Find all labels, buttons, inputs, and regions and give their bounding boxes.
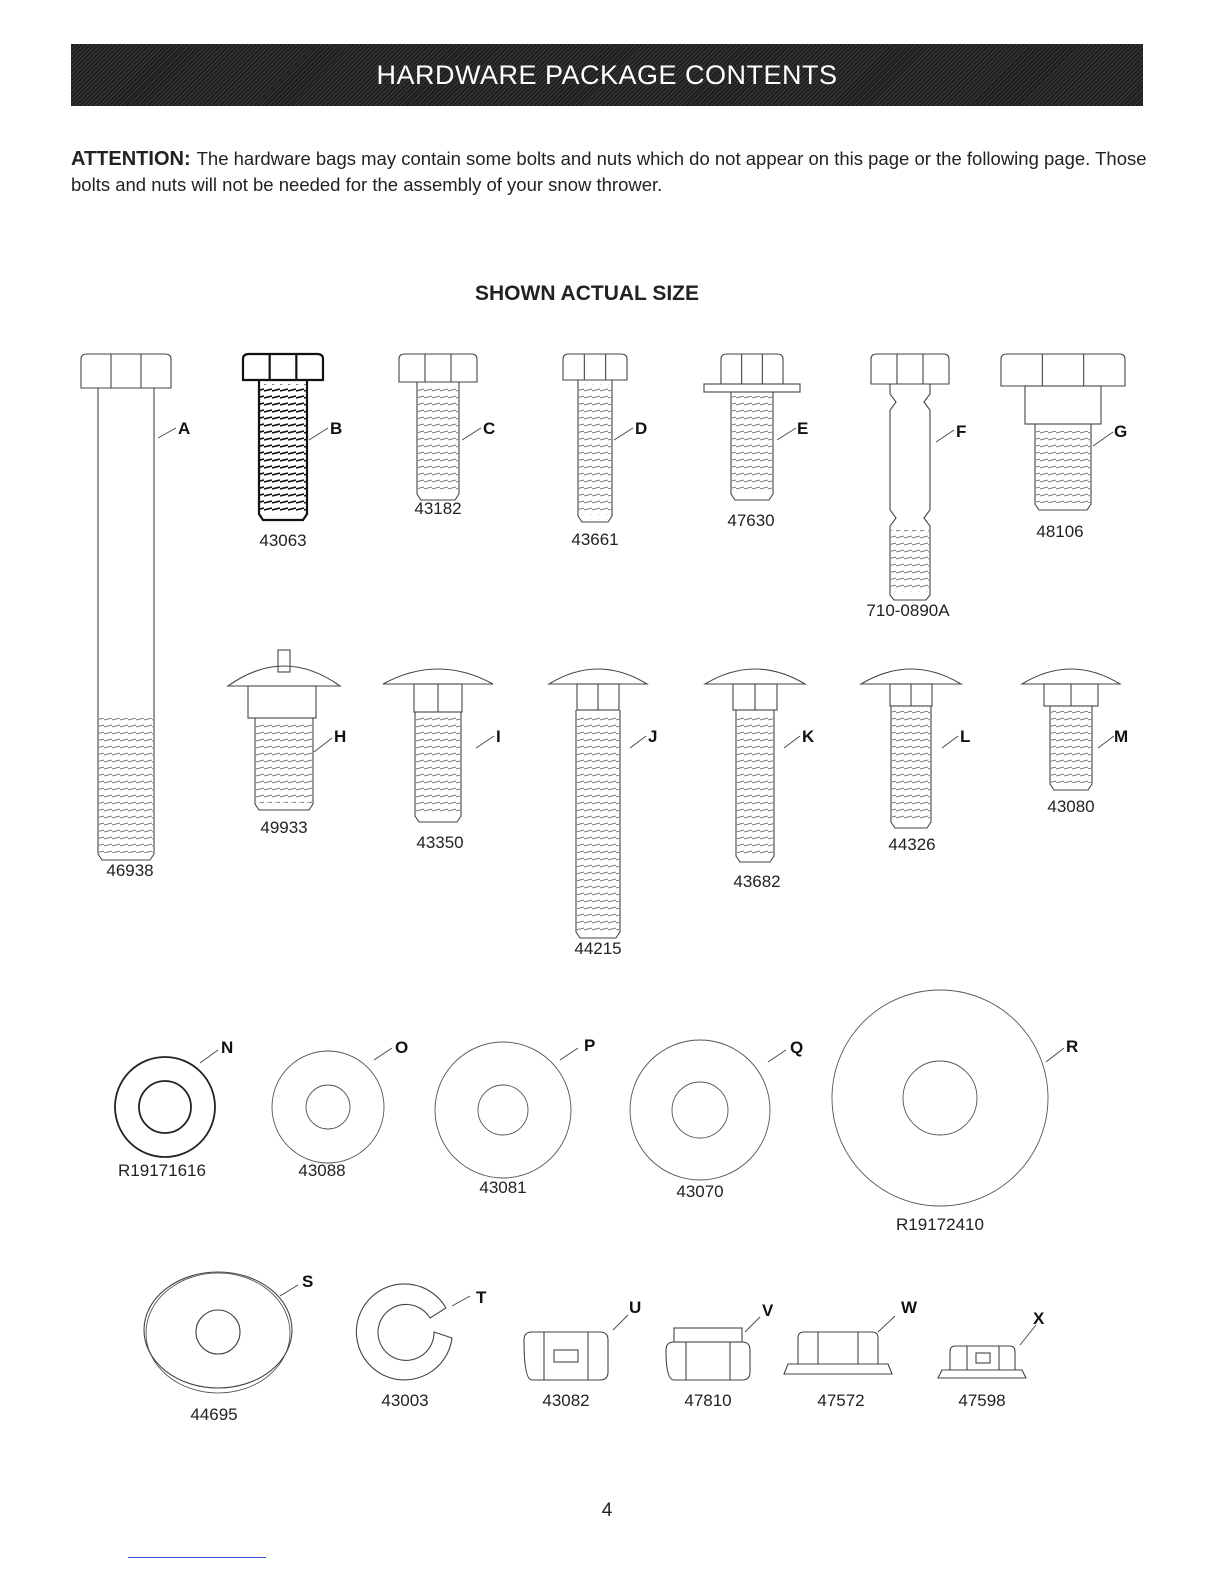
part-e-flange-bolt: E 47630 [703,353,808,530]
section-subtitle: SHOWN ACTUAL SIZE [475,282,699,305]
part-letter-m: M [1114,727,1128,746]
part-number-u: 43082 [542,1391,589,1410]
part-s-bell-washer: S 44695 [143,1271,313,1424]
part-number-v: 47810 [684,1391,731,1410]
part-letter-t: T [476,1288,487,1307]
part-letter-s: S [302,1272,313,1291]
attention-label: ATTENTION: [71,148,191,170]
part-q-washer: Q 43070 [629,1038,803,1201]
part-number-g: 48106 [1036,522,1083,541]
part-v-lock-nut: V 47810 [665,1301,774,1410]
part-number-w: 47572 [817,1391,864,1410]
part-number-k: 43682 [733,872,780,891]
part-letter-k: K [802,727,815,746]
part-a-hex-bolt: A 46938 [80,353,190,880]
part-letter-e: E [797,419,808,438]
part-u-hex-nut: U 43082 [523,1298,641,1410]
part-letter-h: H [334,727,346,746]
part-letter-j: J [648,727,657,746]
part-p-washer: P 43081 [434,1036,595,1197]
title-banner: HARDWARE PACKAGE CONTENTS [71,44,1143,106]
part-letter-b: B [330,419,342,438]
part-c-hex-bolt: C 43182 [398,353,495,518]
part-x-flange-nut: X 47598 [937,1309,1045,1410]
part-letter-v: V [762,1301,774,1320]
part-number-c: 43182 [414,499,461,518]
part-number-x: 47598 [958,1391,1005,1410]
page-title: HARDWARE PACKAGE CONTENTS [376,59,838,90]
part-letter-q: Q [790,1038,803,1057]
part-number-q: 43070 [676,1182,723,1201]
part-r-washer: R R19172410 [831,989,1078,1234]
part-number-n: R19171616 [118,1161,206,1180]
attention-text: The hardware bags may contain some bolts… [71,148,1147,195]
part-number-f: 710-0890A [866,601,950,620]
part-k-carriage-bolt: K 43682 [703,668,815,891]
part-number-p: 43081 [479,1178,526,1197]
part-o-washer: O 43088 [271,1038,408,1180]
part-letter-i: I [496,727,501,746]
part-letter-o: O [395,1038,408,1057]
part-l-carriage-bolt: L 44326 [859,668,970,854]
part-letter-p: P [584,1036,595,1055]
part-b-hex-bolt: B 43063 [241,352,342,550]
part-m-carriage-bolt: M 43080 [1020,668,1128,816]
part-j-carriage-bolt: J 44215 [547,668,657,958]
part-letter-g: G [1114,422,1127,441]
part-i-carriage-bolt: I 43350 [382,668,501,852]
part-letter-n: N [221,1038,233,1057]
part-number-j: 44215 [574,939,621,958]
part-letter-c: C [483,419,495,438]
part-number-i: 43350 [416,833,463,852]
part-number-m: 43080 [1047,797,1094,816]
part-number-e: 47630 [727,511,774,530]
part-d-hex-bolt: D 43661 [562,353,647,549]
footer-link-line [128,1557,266,1558]
part-letter-w: W [901,1298,918,1317]
part-t-lock-washer: T 43003 [355,1283,487,1410]
page-number: 4 [601,1500,613,1521]
part-number-o: 43088 [298,1161,345,1180]
part-number-a: 46938 [106,861,153,880]
attention-notice: ATTENTION:The hardware bags may contain … [71,146,1151,197]
part-n-washer: N R19171616 [114,1038,233,1180]
part-number-t: 43003 [381,1391,428,1410]
part-number-s: 44695 [190,1405,237,1424]
part-letter-f: F [956,422,966,441]
part-number-b: 43063 [259,531,306,550]
part-number-d: 43661 [571,530,618,549]
part-g-shoulder-bolt: G 48106 [1000,353,1127,541]
part-letter-a: A [178,419,190,438]
part-letter-x: X [1033,1309,1045,1328]
part-number-l: 44326 [888,835,935,854]
part-number-h: 49933 [260,818,307,837]
part-letter-l: L [960,727,970,746]
part-letter-r: R [1066,1037,1078,1056]
part-number-r: R19172410 [896,1215,984,1234]
part-w-flange-nut: W 47572 [783,1298,918,1410]
part-letter-u: U [629,1298,641,1317]
part-letter-d: D [635,419,647,438]
part-h-slotted-bolt: H 49933 [226,649,346,837]
part-f-shoulder-bolt: F 710-0890A [866,353,966,620]
